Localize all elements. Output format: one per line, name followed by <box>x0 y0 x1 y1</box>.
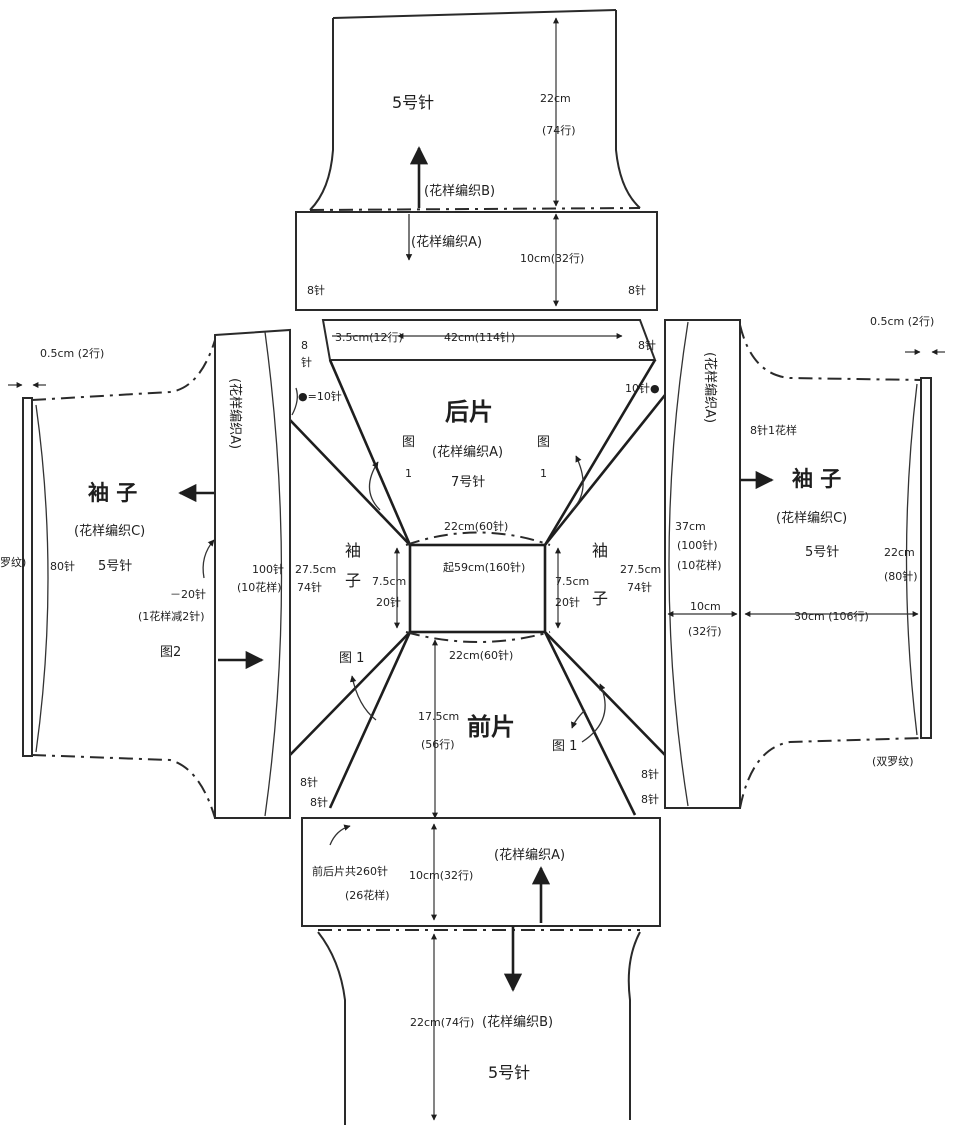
right-cuff-rect <box>920 377 932 739</box>
left-sleeve-fig: 图2 <box>160 645 181 660</box>
right-band-note: (10花样) <box>677 558 722 572</box>
bottom-dec-right-2: 8针 <box>641 792 659 806</box>
left-cuff-stitches: 80针 <box>50 559 75 573</box>
right-band-width: 10cm <box>690 600 721 613</box>
left-cuff-type: 罗纹) <box>0 555 26 569</box>
neck-top-label: 22cm(60针) <box>444 519 508 533</box>
bottom-band-rect <box>301 817 661 927</box>
top-needle-label: 5号针 <box>392 93 434 112</box>
front-rows: (56行) <box>421 738 455 751</box>
left-sleeve-pattern: (花样编织C) <box>74 523 145 539</box>
back-needle: 7号针 <box>451 475 485 490</box>
right-sleeve: 0.5cm (2行) (双罗纹) 22cm (80针) 袖 子 (花样编织C) … <box>620 315 945 809</box>
top-band-rect <box>295 211 658 311</box>
bottom-dec-right-1: 8针 <box>641 767 659 781</box>
back-left-8b: 针 <box>301 355 312 369</box>
neck-left-stitches: 20针 <box>376 595 401 609</box>
neck-bottom-label: 22cm(60针) <box>449 648 513 662</box>
top-height-cm: 22cm <box>540 92 571 105</box>
bottom-pattern-a: (花样编织A) <box>494 847 565 863</box>
left-band-height: 27.5cm <box>295 563 336 576</box>
front-fig-left: 图 1 <box>339 651 364 666</box>
right-sleeve-needle: 5号针 <box>805 545 839 560</box>
back-right-10: 10针● <box>625 381 660 395</box>
center-left-c2: 子 <box>345 571 361 590</box>
right-cuff-label: 0.5cm (2行) <box>870 315 934 328</box>
raglan-right-back-b <box>543 394 667 546</box>
bottom-dec-left-1: 8针 <box>300 775 318 789</box>
right-band-pattern: (花样编织A) <box>702 352 718 423</box>
neck-left-height: 7.5cm <box>372 575 406 588</box>
right-sleeve-length: 30cm (106行) <box>794 610 869 623</box>
left-band-note: (10花样) <box>237 580 282 594</box>
right-sleeve-note: 8针1花样 <box>750 423 797 437</box>
center-right-c1: 袖 <box>592 541 608 560</box>
bottom-needle: 5号针 <box>488 1063 530 1082</box>
right-cuff-type: (双罗纹) <box>872 754 914 768</box>
bottom-total-note: (26花样) <box>345 888 390 902</box>
raglan-left-back-a <box>328 359 412 546</box>
back-right-8: 8针 <box>638 338 656 352</box>
back-fig-left-num: 1 <box>405 467 412 480</box>
top-collar: 5号针 22cm (74行) (花样编织B) (花样编织A) 10cm(32行)… <box>295 9 658 311</box>
back-fig-right: 图 <box>537 435 550 450</box>
left-sleeve-dec: －20针 <box>170 587 206 601</box>
raglan-left-back-b <box>289 419 411 546</box>
left-cuff-rect <box>22 397 33 757</box>
front-fig-right: 图 1 <box>552 739 577 754</box>
top-dec-left: 8针 <box>307 283 325 297</box>
neck-pickup-label: 起59cm(160针) <box>443 560 525 574</box>
raglan-right-front-b <box>543 631 637 816</box>
right-sleeve-width-n: (80针) <box>884 569 918 583</box>
left-band-height-n: 74针 <box>297 580 322 594</box>
right-side-stitches: 74针 <box>627 580 652 594</box>
top-dec-right: 8针 <box>628 283 646 297</box>
front-height: 17.5cm <box>418 710 459 723</box>
top-height-rows: (74行) <box>542 124 576 137</box>
raglan-right-front-a <box>544 631 666 756</box>
neck-opening <box>408 543 547 634</box>
body-panel: 3.5cm(12行) 42cm(114针) 22cm(60针) 22cm(60针… <box>289 319 667 819</box>
neck-right-height: 7.5cm <box>555 575 589 588</box>
left-sleeve-needle: 5号针 <box>98 559 132 574</box>
center-left-c1: 袖 <box>345 541 361 560</box>
left-band-stitches: 100针 <box>252 562 284 576</box>
back-left-8: 8 <box>301 339 308 352</box>
back-fig-left: 图 <box>402 435 415 450</box>
left-band-pattern: (花样编织A) <box>227 378 243 449</box>
raglan-left-front-b <box>328 631 412 809</box>
back-edge-label: 3.5cm(12行) <box>335 331 403 344</box>
neck-right-stitches: 20针 <box>555 595 580 609</box>
left-sleeve-dec-note: (1花样减2针) <box>138 609 205 623</box>
top-pattern-b: (花样编织B) <box>424 183 495 199</box>
top-pattern-a: (花样编织A) <box>411 234 482 250</box>
bottom-height: 22cm(74行) <box>410 1016 474 1029</box>
bottom-band: 10cm(32行) <box>409 869 473 882</box>
raglan-right-back-a <box>543 359 657 546</box>
back-fig-right-num: 1 <box>540 467 547 480</box>
bottom-hem: 前后片共260针 (26花样) 10cm(32行) (花样编织A) 22cm(7… <box>300 767 661 1125</box>
right-sleeve-title: 袖 子 <box>792 467 841 491</box>
left-cuff-label: 0.5cm (2行) <box>40 347 104 360</box>
right-band-height: 37cm <box>675 520 706 533</box>
bottom-pattern-b: (花样编织B) <box>482 1014 553 1030</box>
front-title: 前片 <box>467 713 515 741</box>
center-right-c2: 子 <box>592 589 608 608</box>
back-width-label: 42cm(114针) <box>444 330 515 344</box>
back-pattern: (花样编织A) <box>432 444 503 460</box>
right-side-height: 27.5cm <box>620 563 661 576</box>
back-title: 后片 <box>445 398 493 426</box>
raglan-left-front-a <box>289 631 411 756</box>
top-band-label: 10cm(32行) <box>520 252 584 265</box>
right-sleeve-pattern: (花样编织C) <box>776 510 847 526</box>
back-left-10: ●=10针 <box>298 389 342 403</box>
left-sleeve: 0.5cm (2行) 罗纹) 80针 袖 子 (花样编织C) 5号针 －20针 … <box>0 328 336 819</box>
bottom-dec-left-2: 8针 <box>310 795 328 809</box>
right-band-rows: (32行) <box>688 625 722 638</box>
left-sleeve-title: 袖 子 <box>88 481 137 505</box>
right-band-stitches: (100针) <box>677 538 718 552</box>
right-sleeve-width: 22cm <box>884 546 915 559</box>
bottom-total: 前后片共260针 <box>312 864 388 878</box>
